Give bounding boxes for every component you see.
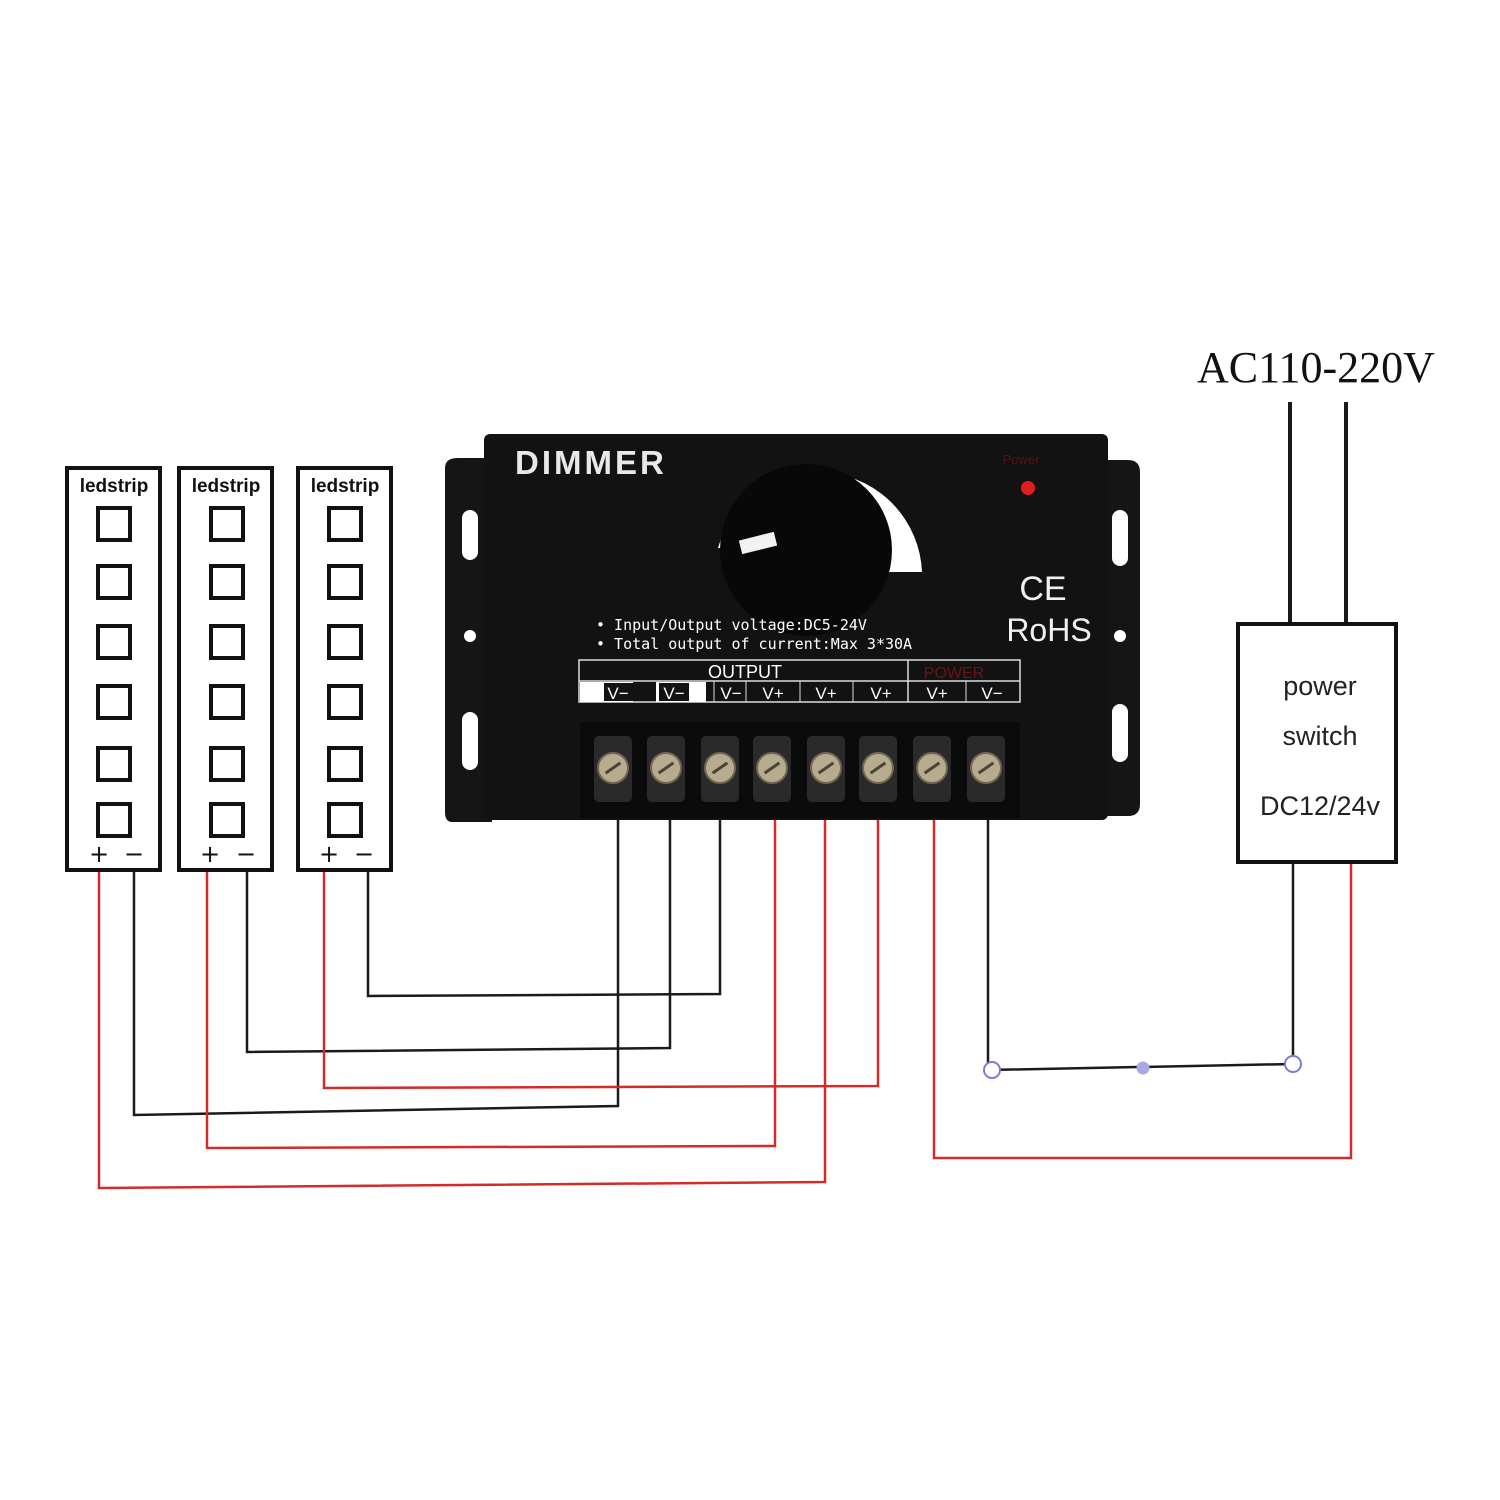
wire-power-positive (932, 805, 1353, 1160)
led-square (209, 684, 245, 720)
terminal-label: V− (663, 684, 684, 703)
terminal-screw[interactable] (913, 736, 951, 802)
led-square (327, 506, 363, 542)
led-square (96, 802, 132, 838)
ledstrip-plus: + (89, 840, 109, 868)
flange-slot (462, 510, 478, 560)
dimmer-knob[interactable] (720, 464, 892, 636)
terminal-screw[interactable] (594, 736, 632, 802)
spec-line-2: • Total output of current:Max 3*30A (596, 635, 912, 653)
led-square (209, 564, 245, 600)
led-square (327, 624, 363, 660)
ledstrip-3: ledstrip + − (296, 466, 393, 872)
terminal-label: V− (607, 684, 628, 703)
wire-strip2-positive (205, 805, 777, 1150)
ledstrip-label: ledstrip (311, 476, 380, 497)
led-square (327, 684, 363, 720)
led-square (327, 802, 363, 838)
led-square (96, 624, 132, 660)
led-square (96, 746, 132, 782)
terminal-label: V− (981, 684, 1002, 703)
ledstrip-plus: + (319, 840, 339, 868)
terminal-screw[interactable] (807, 736, 845, 802)
terminal-block (580, 722, 1020, 818)
flange-slot (1112, 704, 1128, 762)
flange-slot (462, 712, 478, 770)
terminal-screws (594, 736, 1005, 802)
led-square (209, 506, 245, 542)
terminal-screw[interactable] (647, 736, 685, 802)
ce-mark: CE (1019, 570, 1066, 608)
terminal-screw[interactable] (701, 736, 739, 802)
terminal-label: V+ (815, 684, 836, 703)
led-square (209, 624, 245, 660)
terminal-label: V+ (870, 684, 891, 703)
spec-line-1: • Input/Output voltage:DC5-24V (596, 616, 867, 634)
led-square (209, 746, 245, 782)
junction-right (1284, 1055, 1302, 1073)
power-supply-line2: switch (1282, 721, 1357, 751)
ledstrip-label: ledstrip (80, 476, 149, 497)
led-square (96, 506, 132, 542)
flange-hole (1114, 630, 1126, 642)
junction-left (983, 1061, 1001, 1079)
power-supply-line1: power (1283, 671, 1357, 701)
ledstrip-body (65, 466, 162, 872)
led-square (327, 564, 363, 600)
power-header: POWER (924, 665, 984, 682)
terminal-screw[interactable] (859, 736, 897, 802)
power-supply-box (1236, 622, 1398, 864)
output-header: OUTPUT (708, 662, 782, 682)
led-square (96, 564, 132, 600)
knob-pointer (738, 531, 778, 555)
ledstrip-minus: − (354, 840, 374, 868)
junction-mid (1136, 1061, 1150, 1075)
led-square (327, 746, 363, 782)
ledstrip-2: ledstrip + − (177, 466, 274, 872)
wire-strip3-negative (366, 805, 722, 998)
terminal-label: V+ (762, 684, 783, 703)
ledstrip-body (296, 466, 393, 872)
rohs-mark: RoHS (1006, 612, 1091, 648)
ledstrip-body (177, 466, 274, 872)
ledstrip-minus: − (236, 840, 256, 868)
wire-strip3-positive (322, 805, 880, 1090)
mains-voltage-label: AC110-220V (1197, 343, 1435, 392)
ledstrip-minus: − (124, 840, 144, 868)
dimmer-title: DIMMER (515, 444, 667, 481)
flange-slot (1112, 510, 1128, 566)
flange-hole (464, 630, 476, 642)
power-supply-line3: DC12/24v (1260, 791, 1381, 821)
ledstrip-1: ledstrip + − (65, 466, 162, 872)
terminal-label: V+ (926, 684, 947, 703)
terminal-label: V− (720, 684, 741, 703)
terminal-label-panel: OUTPUT POWER V− V− V− V+ V+ V+ V+ V− (578, 659, 1021, 703)
wires (97, 402, 1353, 1190)
terminal-screw[interactable] (753, 736, 791, 802)
power-supply: power switch DC12/24v (1236, 622, 1398, 864)
wire-strip2-negative (245, 805, 672, 1054)
ledstrip-plus: + (200, 840, 220, 868)
power-led-label: Power (1003, 452, 1041, 467)
ledstrip-label: ledstrip (192, 476, 261, 497)
terminal-screw[interactable] (967, 736, 1005, 802)
wire-strip1-positive (97, 805, 827, 1190)
wire-strip1-negative (132, 805, 620, 1117)
dimmer-unit: DIMMER Power CE RoHS • Input/Output volt… (445, 434, 1140, 822)
led-square (209, 802, 245, 838)
led-square (96, 684, 132, 720)
power-led (1021, 481, 1035, 495)
